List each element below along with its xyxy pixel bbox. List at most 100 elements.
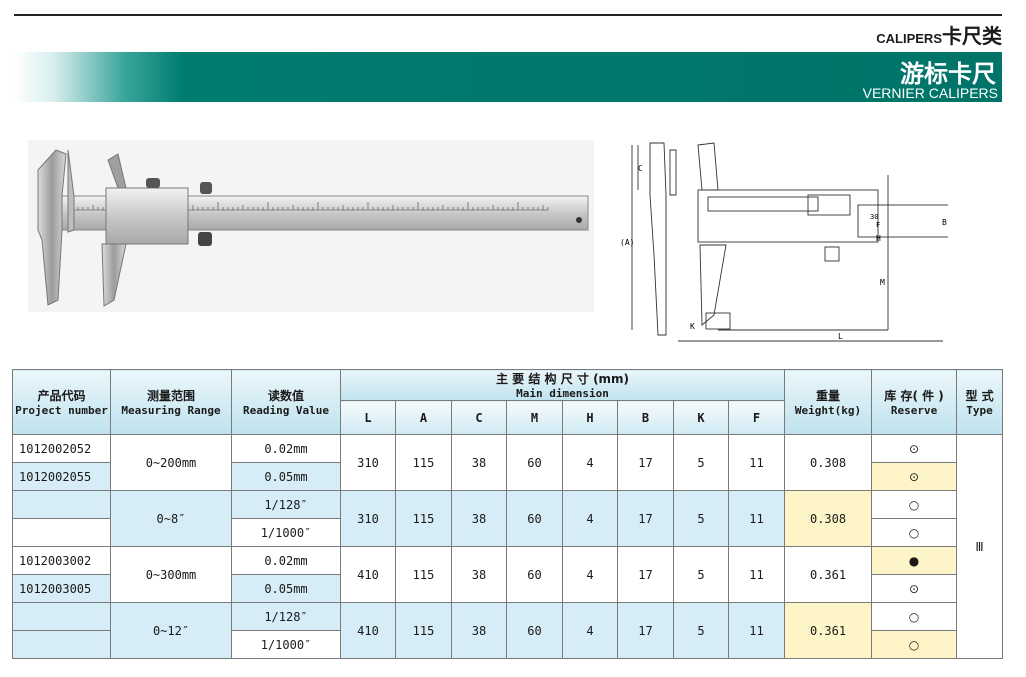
product-code: 1012002055 (12, 462, 111, 491)
caliper-drawing: C (A) K L M H B 30 F (620, 142, 948, 342)
dim-a: 115 (395, 546, 452, 603)
dim-h: 4 (562, 434, 618, 491)
dim-l: 410 (340, 546, 396, 603)
caliper-photo (28, 140, 594, 312)
product-code (12, 490, 111, 519)
dim-header: B (617, 400, 674, 435)
dim-a: 115 (395, 602, 452, 659)
dim-k: 5 (673, 602, 729, 659)
dim-f: 11 (727, 434, 786, 491)
drawing-label-h: H (876, 234, 881, 243)
dim-k: 5 (673, 546, 729, 603)
reading-value: 1/128″ (231, 602, 341, 631)
dim-m: 60 (506, 490, 563, 547)
dim-header: H (562, 400, 618, 435)
weight: 0.361 (784, 602, 873, 659)
drawing-label-l: L (838, 332, 843, 341)
top-rule (14, 14, 1002, 16)
reserve-status: ○ (871, 602, 958, 631)
measuring-range: 0~8″ (110, 490, 232, 547)
reserve-status: ○ (871, 490, 958, 519)
dim-header: A (395, 400, 452, 435)
category-cn: 卡尺类 (942, 26, 1002, 48)
dim-f: 11 (727, 602, 786, 659)
reserve-status: ⊙ (871, 574, 958, 603)
reading-value: 0.02mm (231, 434, 341, 463)
reserve-status: ⊙ (871, 462, 958, 491)
dim-b: 17 (617, 602, 674, 659)
dim-k: 5 (673, 434, 729, 491)
product-code: 1012003005 (12, 574, 111, 603)
table-row: 1012003005 0.05mm ⊙ (12, 574, 1003, 603)
dim-header: C (451, 400, 507, 435)
dim-l: 310 (340, 490, 396, 547)
dim-l: 310 (340, 434, 396, 491)
dim-c: 38 (451, 434, 507, 491)
col-dimension: 主 要 结 构 尺 寸 (mm)Main dimension (339, 369, 786, 401)
dim-f: 11 (727, 546, 786, 603)
dim-a: 115 (395, 434, 452, 491)
table-row: 1/1000″ ○ (12, 518, 1003, 547)
weight: 0.361 (784, 546, 873, 603)
drawing-label-t: 30 (870, 213, 878, 221)
col-reserve: 库 存( 件 )Reserve (871, 369, 958, 435)
reading-value: 1/128″ (231, 490, 341, 519)
table-row: 0~12″ 1/128″ 410 115 38 60 4 17 5 11 0.3… (12, 602, 1003, 659)
title-band: 游标卡尺 VERNIER CALIPERS (14, 52, 1002, 102)
dim-m: 60 (506, 546, 563, 603)
reserve-status: ○ (871, 630, 958, 659)
title-en: VERNIER CALIPERS (862, 85, 998, 101)
product-code (12, 518, 111, 547)
table-row: 1/1000″ ○ (12, 630, 1003, 659)
product-code (12, 630, 111, 659)
dim-m: 60 (506, 602, 563, 659)
table-row: 1012002052 0~200mm 0.02mm 310 115 38 60 … (12, 434, 1004, 659)
dim-header: K (673, 400, 729, 435)
dim-c: 38 (451, 602, 507, 659)
dim-l: 410 (340, 602, 396, 659)
reserve-status: ○ (871, 518, 958, 547)
dim-b: 17 (617, 546, 674, 603)
table-row: 0~8″ 1/128″ 310 115 38 60 4 17 5 11 0.30… (12, 490, 1003, 547)
weight: 0.308 (784, 490, 873, 547)
product-code: 1012003002 (12, 546, 111, 575)
reading-value: 1/1000″ (231, 518, 341, 547)
drawing-label-f: F (876, 221, 880, 229)
dim-b: 17 (617, 490, 674, 547)
dim-c: 38 (451, 546, 507, 603)
dim-header: M (506, 400, 563, 435)
dim-h: 4 (562, 602, 618, 659)
dim-m: 60 (506, 434, 563, 491)
drawing-label-a: (A) (620, 238, 634, 247)
drawing-label-b: B (942, 218, 947, 227)
reading-value: 0.05mm (231, 574, 341, 603)
dim-header: F (727, 400, 786, 435)
dim-a: 115 (395, 490, 452, 547)
category-en: CALIPERS (876, 31, 942, 46)
dim-h: 4 (562, 546, 618, 603)
dim-b: 17 (617, 434, 674, 491)
reading-value: 0.02mm (231, 546, 341, 575)
reading-value: 0.05mm (231, 462, 341, 491)
drawing-label-m: M (880, 278, 885, 287)
product-code: 1012002052 (12, 434, 111, 463)
dim-header: L (340, 400, 396, 435)
dim-f: 11 (727, 490, 786, 547)
product-code (12, 602, 111, 631)
reading-value: 1/1000″ (231, 630, 341, 659)
measuring-range: 0~300mm (110, 546, 232, 603)
category-heading: CALIPERS卡尺类 (876, 20, 1002, 49)
measuring-range: 0~200mm (110, 434, 232, 491)
table-row: 1012003002 0~300mm 0.02mm 410 115 38 60 … (12, 546, 1003, 603)
measuring-range: 0~12″ (110, 602, 232, 659)
type-value: Ⅲ (956, 434, 1004, 659)
drawing-label-k: K (690, 322, 695, 331)
title-cn: 游标卡尺 (900, 60, 996, 88)
drawing-label-c: C (638, 164, 643, 173)
dim-k: 5 (673, 490, 729, 547)
